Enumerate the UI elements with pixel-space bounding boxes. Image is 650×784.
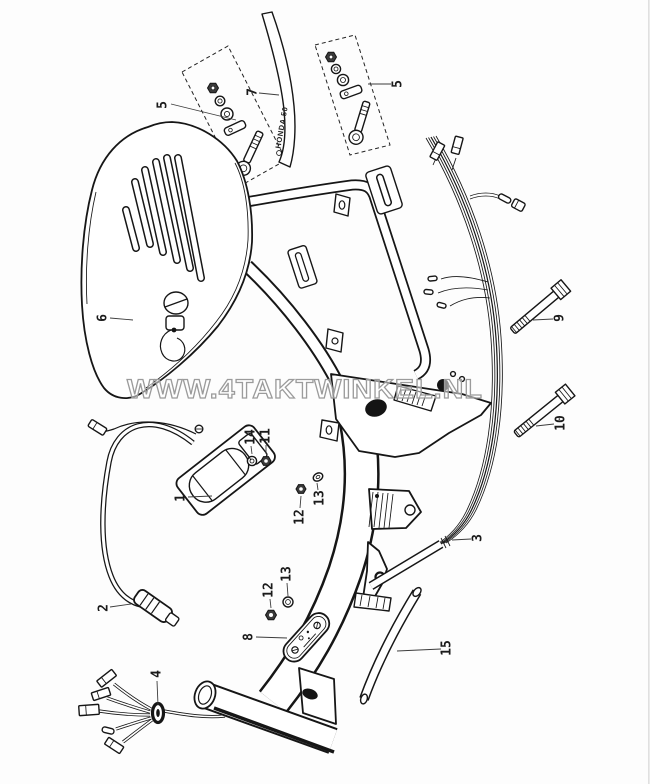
coil-ht-lead (100, 421, 195, 608)
frame-spine-upper (242, 260, 347, 392)
callout-leader-14 (250, 445, 253, 455)
callout-leader-12 (269, 598, 272, 609)
frame-id-plate (282, 612, 331, 663)
part-callout-5: 5 (156, 101, 171, 109)
part-callout-5: 5 (391, 80, 406, 88)
hook-bolt (348, 100, 371, 145)
spade-connector (96, 669, 117, 688)
scan-edge-line (648, 0, 650, 784)
callout-leader-6 (109, 317, 134, 321)
pressed-step-plate (80, 121, 254, 399)
hatched-bracket (393, 385, 437, 412)
bullet-connector (497, 193, 512, 204)
clip-plate (223, 120, 247, 136)
frame-down-tube (193, 667, 338, 754)
spine-tab-bracket (325, 328, 344, 353)
callout-leader-7 (258, 92, 280, 96)
harness-bundle (425, 135, 503, 546)
callout-leader-4 (156, 680, 159, 706)
spade-connector (90, 686, 112, 702)
part-callout-8: 8 (242, 633, 257, 641)
flat-washer (282, 596, 294, 608)
spade-connector (450, 135, 464, 155)
wing-logo-icon (276, 150, 282, 156)
rack-slot-plate-left (287, 244, 318, 289)
frame-gusset-bracket (368, 488, 422, 530)
part-callout-4: 4 (150, 670, 165, 678)
bolt-head (437, 379, 449, 391)
part-callout-15: 15 (440, 640, 455, 656)
bullet-connector (423, 288, 434, 296)
spade-connector (104, 736, 125, 755)
part-callout-1: 1 (174, 494, 189, 502)
rack-slot-plate-right (365, 165, 403, 215)
hardware-kit-right (314, 34, 391, 156)
spark-plug-cap (133, 589, 180, 627)
part-callout-11: 11 (259, 428, 274, 444)
plate-hook (159, 315, 186, 362)
wire-harness (368, 135, 526, 590)
part-callout-13: 13 (280, 566, 295, 582)
honda-50-emblem: HONDA 50 (261, 11, 296, 168)
part-callout-14: 14 (244, 429, 259, 445)
callout-leader-9 (532, 318, 554, 321)
callout-leader-5 (170, 103, 237, 121)
callout-leader-15 (396, 648, 442, 652)
callout-leader-2 (109, 603, 132, 608)
watermark-text: WWW.4TAKTWINKEL.NL (127, 374, 483, 404)
spring-washer (246, 455, 258, 467)
part-callout-2: 2 (97, 604, 112, 612)
rack-tab-bracket (333, 193, 351, 217)
callout-leader-1 (187, 495, 213, 498)
callout-leader-12 (299, 495, 302, 509)
front-wiring-leads (78, 669, 226, 755)
main-frame-spine (258, 414, 380, 714)
part-callout-9: 9 (553, 314, 568, 322)
part-callout-13: 13 (313, 490, 328, 506)
rubber-tube (359, 586, 422, 705)
bullet-connector (427, 275, 438, 282)
hex-bolt-10 (513, 383, 576, 438)
callout-leader-8 (255, 636, 288, 639)
bullet-connector (436, 301, 447, 309)
rear-rack-tube (234, 179, 432, 380)
vent-slots (122, 154, 205, 282)
seat-bracket-section (319, 370, 492, 458)
part-callout-7: 7 (246, 88, 261, 96)
hex-bolt-9 (510, 279, 572, 334)
ignition-coil (175, 424, 276, 516)
callout-leader-13 (286, 582, 289, 597)
frame-grommet-hole (365, 399, 387, 417)
spade-connector (87, 419, 108, 436)
small-fasteners (246, 455, 324, 621)
harness-sheath (368, 535, 451, 590)
part-callout-3: 3 (471, 534, 486, 542)
callout-leader-13 (316, 482, 319, 491)
washer-clip (312, 472, 324, 482)
spade-connector (429, 141, 446, 161)
part-callout-6: 6 (96, 314, 111, 322)
part-callout-12: 12 (293, 509, 308, 525)
part-callout-12: 12 (262, 582, 277, 598)
callout-leader-10 (535, 423, 555, 427)
spade-connector (78, 703, 100, 717)
sleeve-connector (510, 198, 526, 212)
part-callout-10: 10 (554, 415, 569, 431)
callout-leader-3 (451, 538, 472, 541)
clip-plate (339, 84, 363, 100)
bullet-connector (101, 726, 115, 735)
